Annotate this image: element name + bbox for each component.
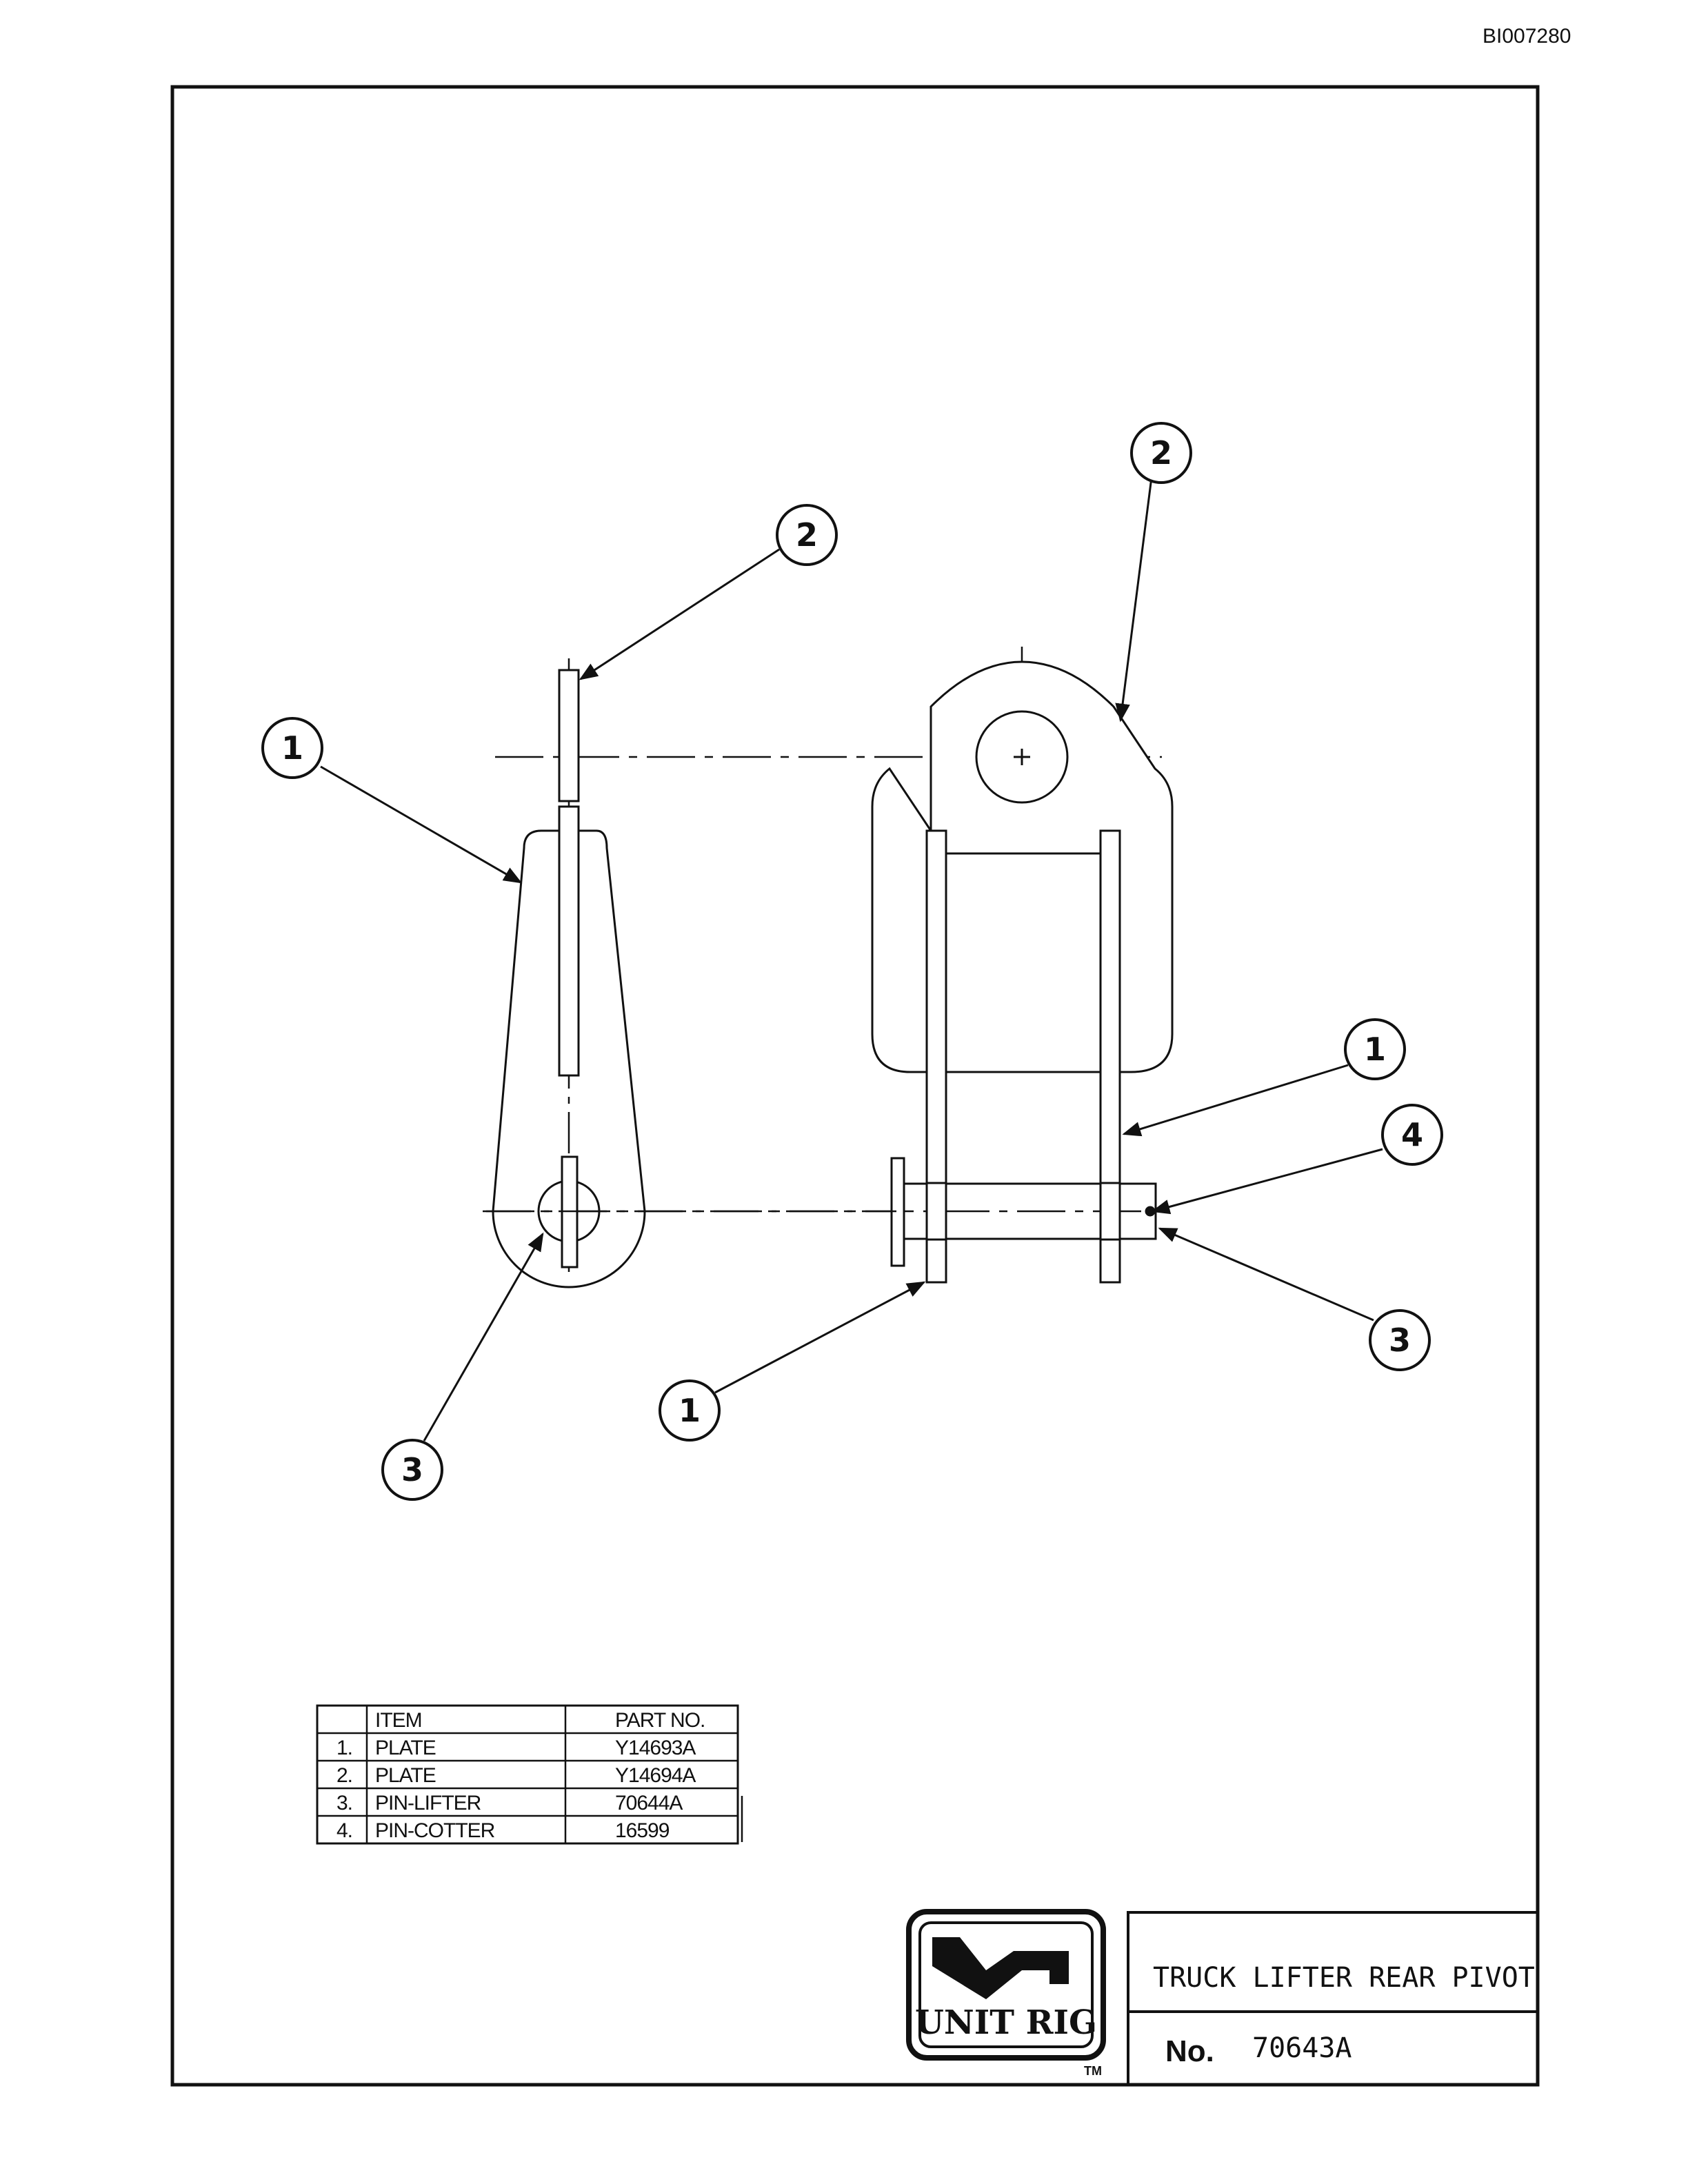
table-header-item: ITEM [375, 1709, 422, 1732]
title-block: TRUCK LIFTER REAR PIVOT No. 70643A [1127, 1911, 1539, 2086]
svg-text:UNIT RIG: UNIT RIG [915, 2003, 1097, 2042]
side-plate-1-outline [492, 829, 646, 1288]
trademark: TM [1084, 2064, 1102, 2078]
svg-text:3: 3 [401, 1451, 423, 1488]
side-plate-2-lower [558, 805, 580, 1077]
drawing-title: TRUCK LIFTER REAR PIVOT [1153, 1962, 1535, 1994]
table-cell: PIN-LIFTER [375, 1792, 481, 1814]
callout-side-plate-1: 1 [261, 717, 323, 779]
callout-front-pin-3: 3 [1369, 1309, 1431, 1371]
svg-text:2: 2 [1150, 434, 1172, 472]
table-cell: 1. [336, 1737, 352, 1759]
table-cell: 2. [336, 1764, 352, 1787]
callout-front-plate-2: 2 [1130, 422, 1192, 484]
drawing-frame [170, 85, 1540, 2087]
drawing-number: 70643A [1252, 2032, 1352, 2064]
unit-rig-logo: UNIT RIG TM [906, 1909, 1106, 2078]
table-cell: Y14693A [615, 1737, 696, 1759]
document-id: BI007280 [1483, 25, 1571, 48]
drawing-number-label: No. [1165, 2034, 1214, 2068]
table-cell: PLATE [375, 1737, 436, 1759]
table-cell: PLATE [375, 1764, 436, 1787]
callout-front-plate-1-right: 1 [1344, 1018, 1406, 1080]
parts-table: ITEM PART NO. 1. PLATE Y14693A 2. PLATE … [316, 1704, 743, 1845]
svg-text:4: 4 [1401, 1116, 1423, 1153]
svg-text:1: 1 [1364, 1031, 1386, 1068]
callout-front-plate-1-bottom: 1 [659, 1379, 721, 1442]
svg-text:1: 1 [679, 1392, 701, 1429]
side-view [492, 669, 646, 1288]
callout-side-plate-2: 2 [776, 504, 838, 566]
table-cell: 16599 [615, 1819, 670, 1842]
svg-text:1: 1 [281, 729, 303, 767]
callout-front-cotter-4: 4 [1381, 1104, 1443, 1166]
table-cell: 3. [336, 1792, 352, 1814]
table-cell: Y14694A [615, 1764, 696, 1787]
leader-lines [320, 466, 1383, 1442]
front-view [871, 660, 1174, 1284]
svg-text:2: 2 [796, 516, 818, 554]
table-cell: PIN-COTTER [375, 1819, 495, 1842]
front-plate-2-outline [871, 660, 1174, 1073]
table-cell: 70644A [615, 1792, 683, 1814]
table-header-part-no: PART NO. [615, 1709, 705, 1732]
callout-side-pin-3: 3 [381, 1439, 443, 1501]
svg-text:3: 3 [1389, 1322, 1411, 1359]
table-cell: 4. [336, 1819, 352, 1842]
side-plate-2-upper [558, 669, 580, 802]
